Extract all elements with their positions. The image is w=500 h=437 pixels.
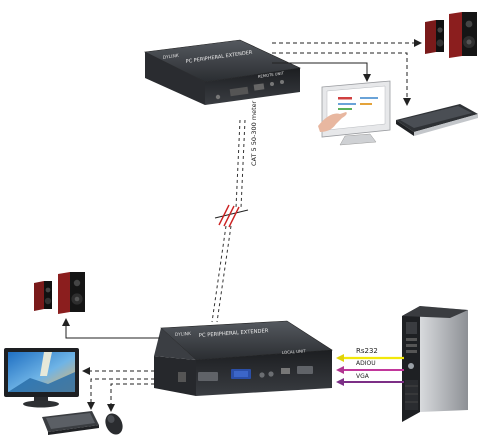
monitor-icon: [4, 348, 79, 408]
keyboard-out-line: [272, 52, 411, 106]
remote-unit-label: REMOTE UNIT: [257, 70, 284, 79]
local-unit-label: LOCAL UNIT: [282, 348, 307, 355]
speakers-icon: [34, 272, 85, 314]
local-unit-brand: DYLINK: [175, 331, 193, 338]
cable-length-label: CAT 5 50-300 meter: [250, 100, 258, 166]
touch-monitor-icon: [318, 80, 391, 146]
keyboard-icon: [42, 411, 99, 435]
keyboard-icon: [396, 104, 478, 136]
computer-tower-icon: [402, 306, 468, 422]
keyboard-local-line: [87, 378, 155, 410]
local-extender-unit: [154, 320, 333, 396]
mouse-local-line: [107, 383, 155, 412]
speakers-icon: [425, 12, 477, 58]
rs232-label: Rs232: [356, 347, 378, 355]
vga-label: VGA: [356, 373, 369, 380]
cable-break-mark: [214, 204, 249, 228]
audio-local-line: [62, 318, 160, 339]
video-out-line: [272, 62, 371, 82]
cat5-cable: [211, 119, 246, 323]
mouse-icon: [105, 413, 123, 435]
local-unit-product: PC PERIPHERAL EXTENDER: [199, 328, 269, 339]
remote-extender-unit: [143, 39, 302, 105]
audio-label: ADIOU: [356, 360, 376, 367]
remote-unit-brand: DYLINK: [162, 53, 180, 61]
